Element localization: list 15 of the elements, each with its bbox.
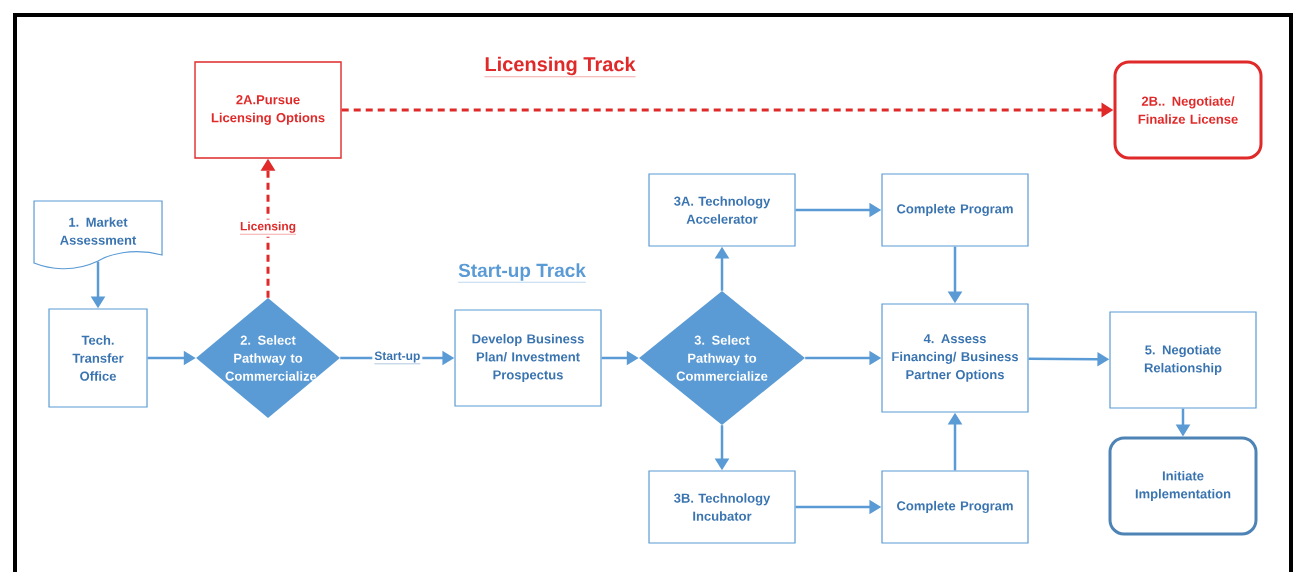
process-box: 4. Assess Financing/ Business Partner Options xyxy=(881,303,1029,413)
process-box: 3A. Technology Accelerator xyxy=(648,173,796,247)
edge-label: Start-up xyxy=(374,351,421,365)
process-box: Complete Program xyxy=(881,173,1029,247)
process-box: Tech. Transfer Office xyxy=(48,308,148,408)
rounded-box: Initiate Implementation xyxy=(1108,436,1258,536)
process-box: Develop Business Plan/ Investment Prospectus xyxy=(454,309,602,407)
edge-label: Licensing xyxy=(239,221,297,235)
rounded-box: 2B.. Negotiate/ Finalize License xyxy=(1113,60,1263,160)
track-heading: Licensing Track xyxy=(484,56,636,77)
process-box: 3B. Technology Incubator xyxy=(648,470,796,544)
track-heading: Start-up Track xyxy=(457,263,587,283)
process-box: 2A.Pursue Licensing Options xyxy=(194,61,342,159)
process-box: 5. Negotiate Relationship xyxy=(1109,311,1257,409)
process-box: Complete Program xyxy=(881,470,1029,544)
